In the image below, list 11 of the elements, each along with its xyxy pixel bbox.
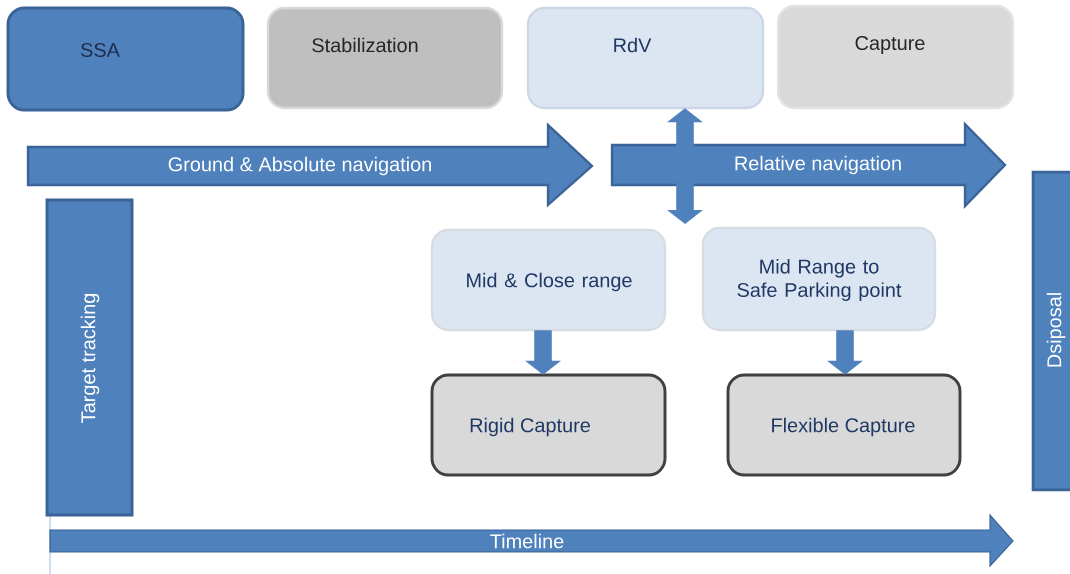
step-box: Mid Range to Safe Parking point — [701, 226, 937, 332]
vertical-bar: Dsiposal — [1031, 170, 1070, 492]
capture-box: Rigid Capture — [430, 373, 667, 477]
vertical-bar: Target tracking — [45, 198, 134, 517]
phase-box: Stabilization — [266, 6, 504, 110]
phase-box: Capture — [776, 4, 1015, 110]
phase-box: RdV — [526, 6, 765, 110]
capture-box: Flexible Capture — [726, 373, 962, 477]
phase-box: SSA — [6, 6, 245, 112]
step-box: Mid & Close range — [430, 228, 667, 332]
block-arrow — [667, 108, 703, 224]
